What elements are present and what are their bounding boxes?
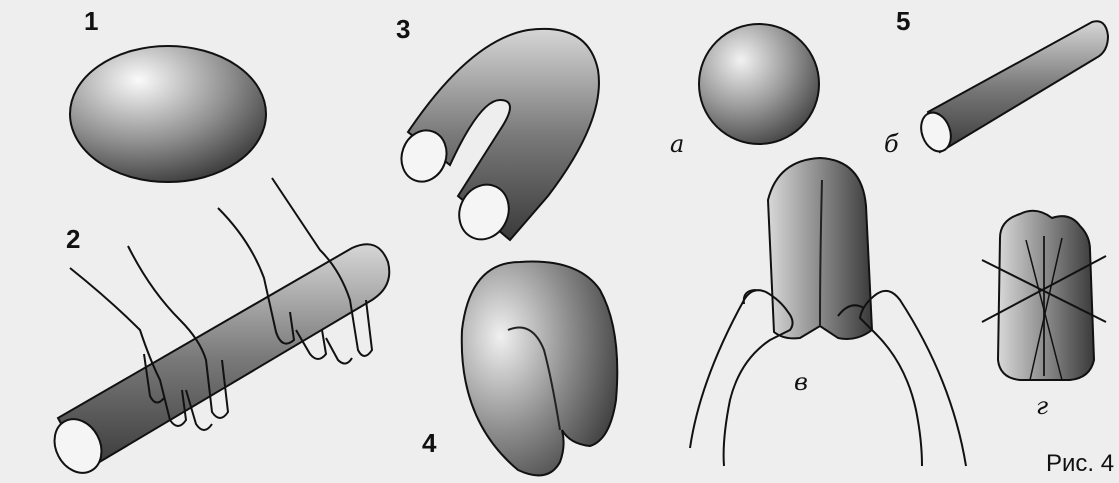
ball — [699, 24, 819, 144]
folded-form — [768, 158, 872, 339]
label-sub-v: в — [794, 368, 808, 396]
wrapped-bundle — [982, 211, 1106, 380]
label-sub-a: а — [670, 130, 684, 158]
horseshoe-shape — [462, 262, 618, 476]
thin-rod — [916, 21, 1108, 155]
label-step-1: 1 — [84, 6, 98, 37]
bent-tube — [394, 29, 599, 248]
figure-caption: Рис. 4 — [1046, 450, 1114, 478]
label-step-5: 5 — [896, 6, 910, 37]
label-sub-b: б — [884, 130, 899, 158]
oval-lump — [70, 46, 266, 182]
label-step-3: 3 — [396, 14, 410, 45]
rolling-cylinder — [45, 244, 389, 481]
label-step-2: 2 — [66, 224, 80, 255]
label-step-4: 4 — [422, 428, 436, 459]
label-sub-g: г — [1036, 392, 1048, 420]
